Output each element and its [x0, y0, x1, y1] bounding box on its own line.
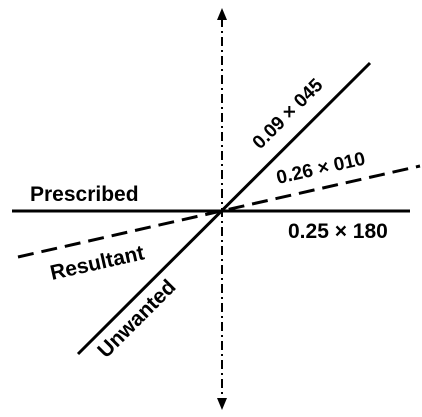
label-axis-010: 0.26 × 010 [274, 149, 367, 189]
resultant-line [17, 164, 421, 259]
axis-arrow-top-icon [217, 8, 227, 20]
label-axis-180: 0.25 × 180 [288, 220, 388, 243]
label-axis-045: 0.09 × 045 [249, 75, 328, 154]
label-resultant: Resultant [48, 241, 146, 284]
label-prescribed: Prescribed [30, 183, 139, 206]
label-unwanted: Unwanted [93, 275, 180, 362]
unwanted-line [76, 61, 372, 356]
axis-arrow-bottom-icon [217, 398, 227, 410]
